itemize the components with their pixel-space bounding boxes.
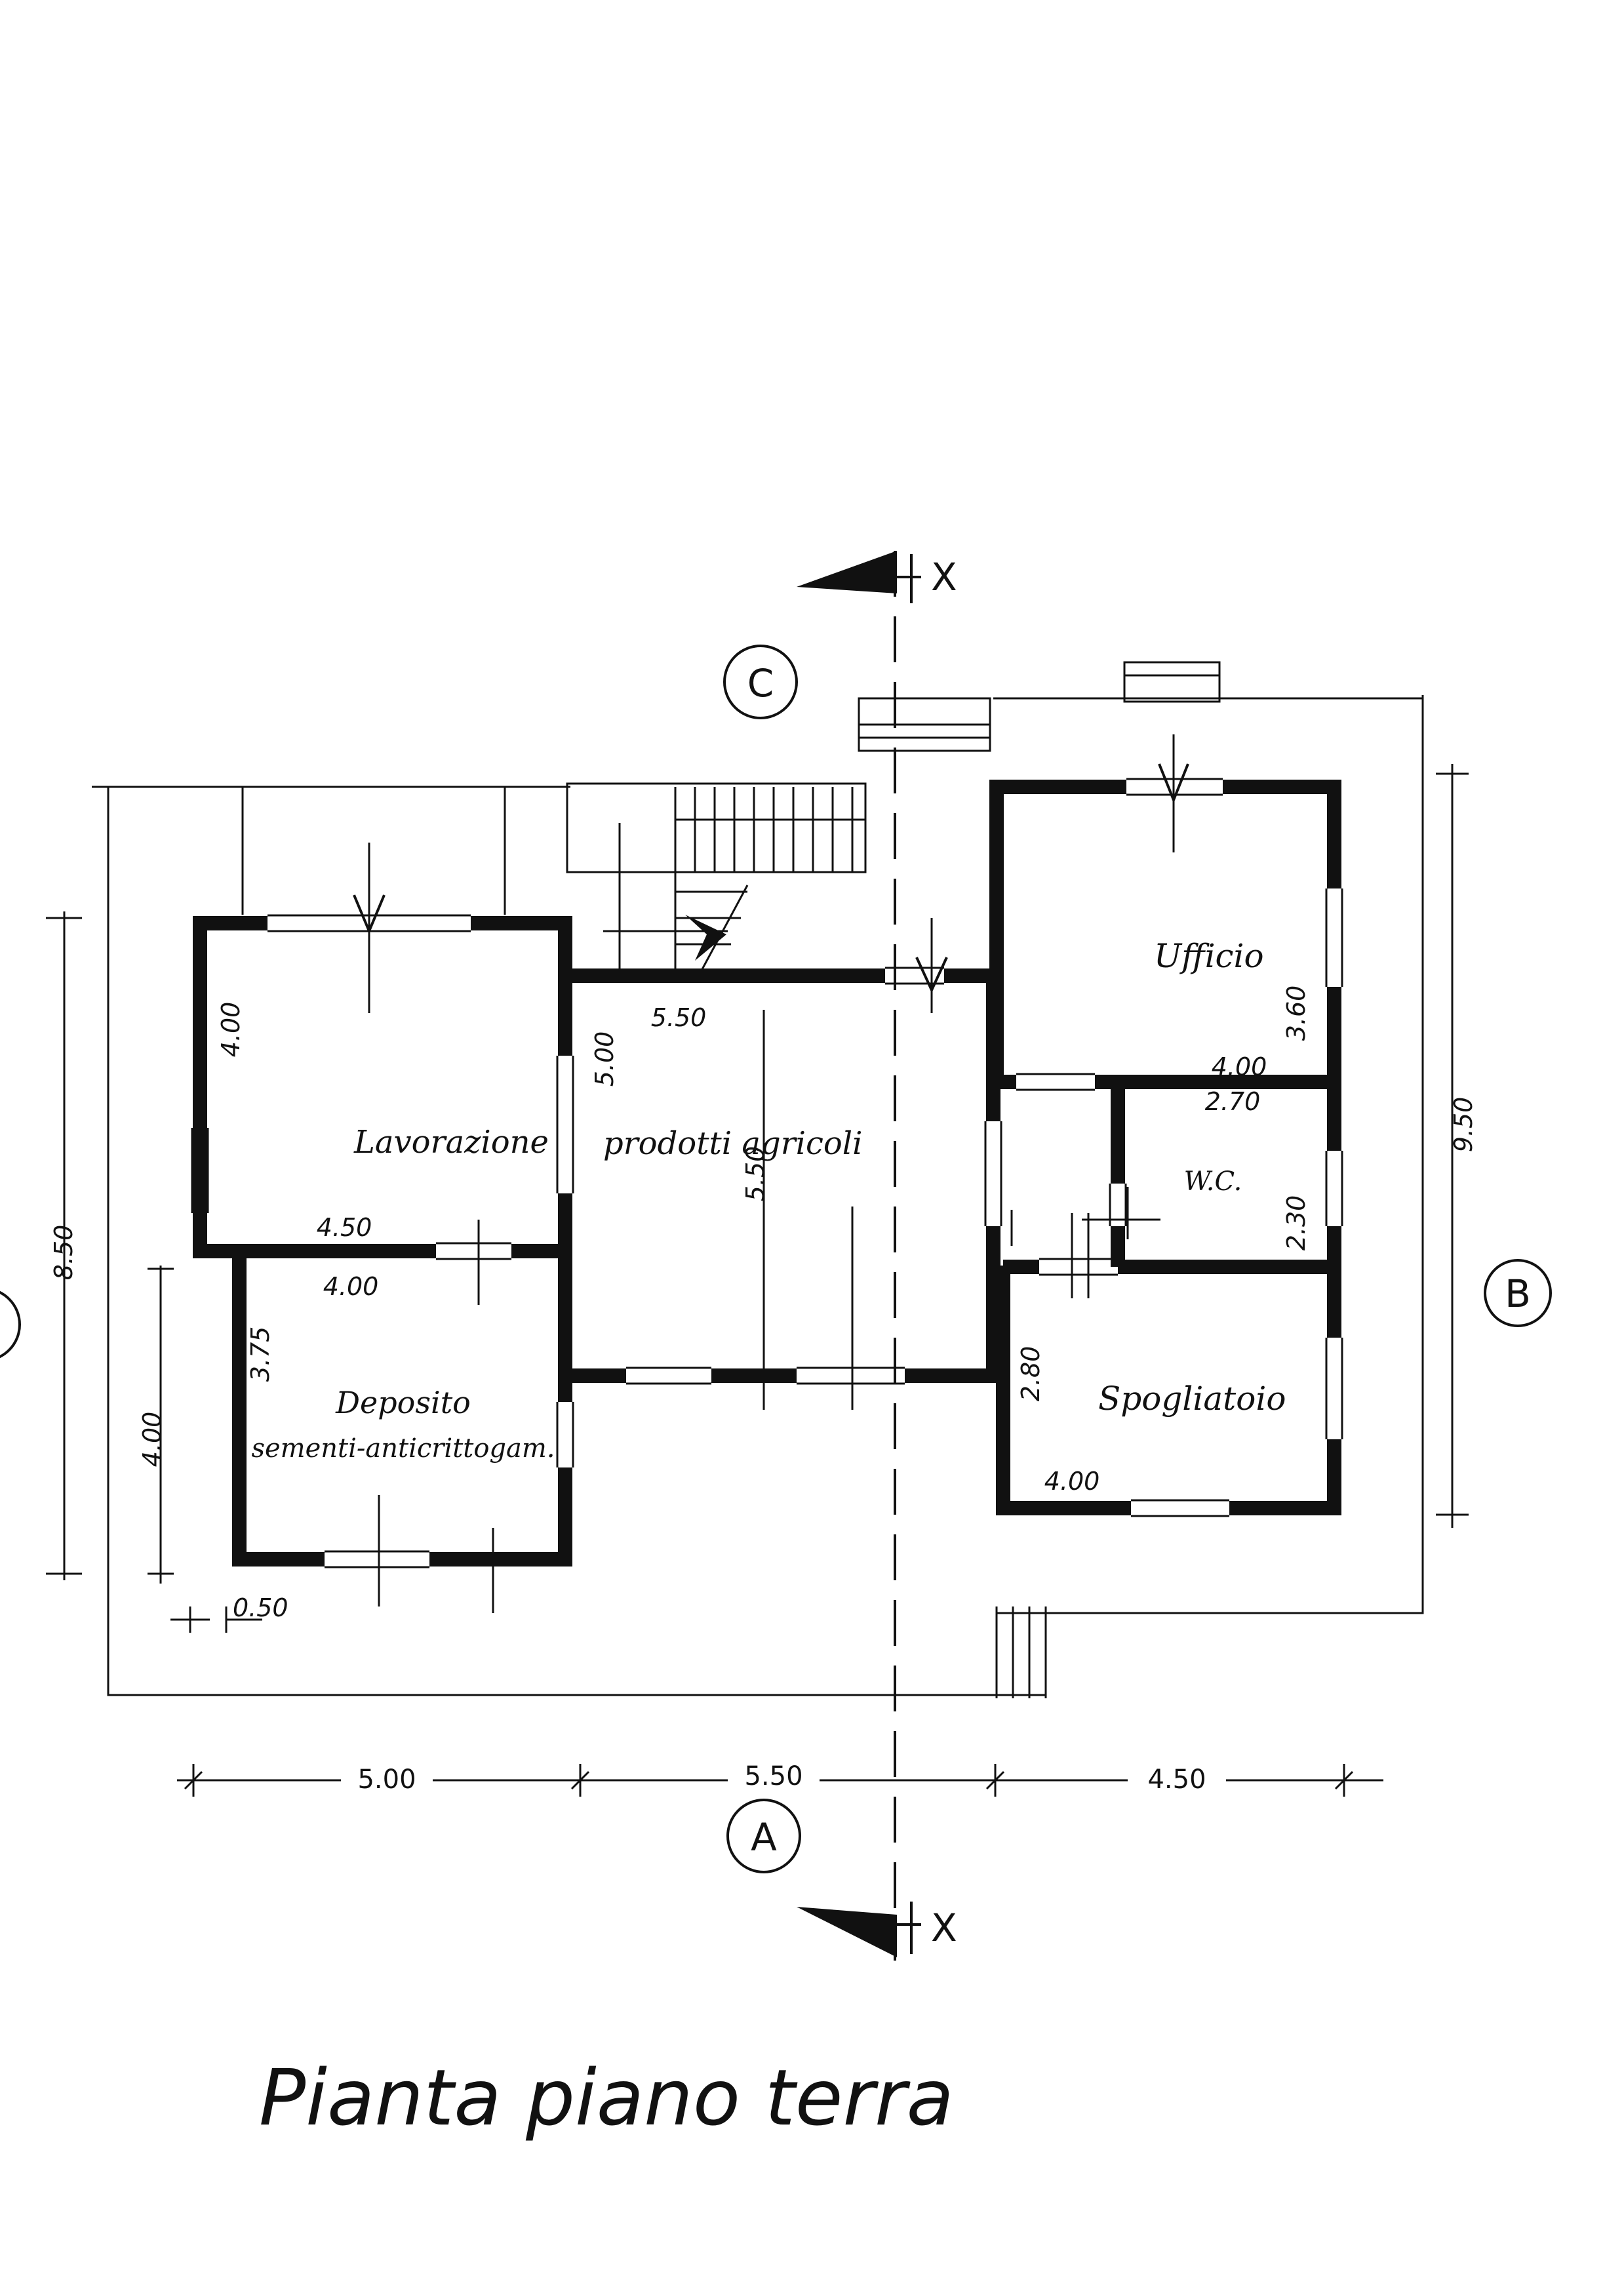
dim-bottom-left: 5.00 [357,1765,416,1795]
dim-bottom-right: 4.50 [1147,1765,1206,1795]
entrance-steps-top [858,661,1221,752]
room-label-deposito-sub: sementi-anticrittogam. [251,1433,555,1464]
drawing-title: Pianta piano terra [259,2052,954,2143]
dim-central-width: 5.50 [651,1003,707,1032]
room-label-deposito: Deposito [335,1385,471,1420]
room-label-lavorazione: Lavorazione [353,1124,549,1161]
dim-lav-height: 4.00 [216,1002,245,1058]
dim-central-height: 5.50 [741,1146,770,1202]
dimension-texts: 5.00 5.50 4.50 8.50 4.00 9.50 0.50 4.00 … [49,986,1478,1795]
section-arrow-top-icon [797,551,897,593]
dim-left-small: 4.00 [138,1412,167,1467]
site-outline [92,695,1424,1698]
room-label-prodotti-agricoli: prodotti agricoli [603,1125,863,1162]
dim-right-total: 9.50 [1449,1097,1478,1153]
room-label-wc: W.C. [1184,1167,1242,1197]
axis-markers: C B A D [0,645,1552,1873]
dim-spogliatoio-height: 2.80 [1016,1346,1045,1402]
section-line: X X [797,551,957,1961]
dim-central-depth: 5.00 [590,1031,619,1087]
dim-ufficio-width: 4.00 [1212,1052,1267,1081]
dim-lav-width: 4.50 [317,1213,372,1242]
dim-bottom-mid: 5.50 [744,1761,802,1791]
room-labels: Lavorazione prodotti agricoli Ufficio W.… [251,937,1286,1464]
axis-label-a: A [751,1815,777,1860]
dim-ufficio-height: 3.60 [1282,986,1311,1041]
room-label-ufficio: Ufficio [1154,937,1264,975]
dim-wc-height: 2.30 [1282,1195,1311,1251]
section-label-bottom: X [931,1906,957,1950]
axis-label-c: C [747,661,774,706]
section-label-top: X [931,555,957,599]
dim-left-total: 8.50 [49,1225,78,1281]
entrance-markers [353,734,1189,1613]
staircase [566,782,867,971]
dim-wc-width: 2.70 [1205,1087,1261,1116]
room-label-spogliatoio: Spogliatoio [1098,1380,1286,1418]
windows [191,778,1343,1568]
dim-spogliatoio-width: 4.00 [1044,1467,1100,1496]
dim-deposito-width: 4.00 [323,1272,379,1301]
stair-arrow-icon [685,915,726,961]
walls [193,780,1341,1567]
section-arrow-bottom-icon [797,1907,897,1957]
axis-label-b: B [1505,1271,1531,1316]
dim-deposito-height: 3.75 [246,1327,275,1382]
dim-wall-thickness: 0.50 [233,1593,288,1622]
